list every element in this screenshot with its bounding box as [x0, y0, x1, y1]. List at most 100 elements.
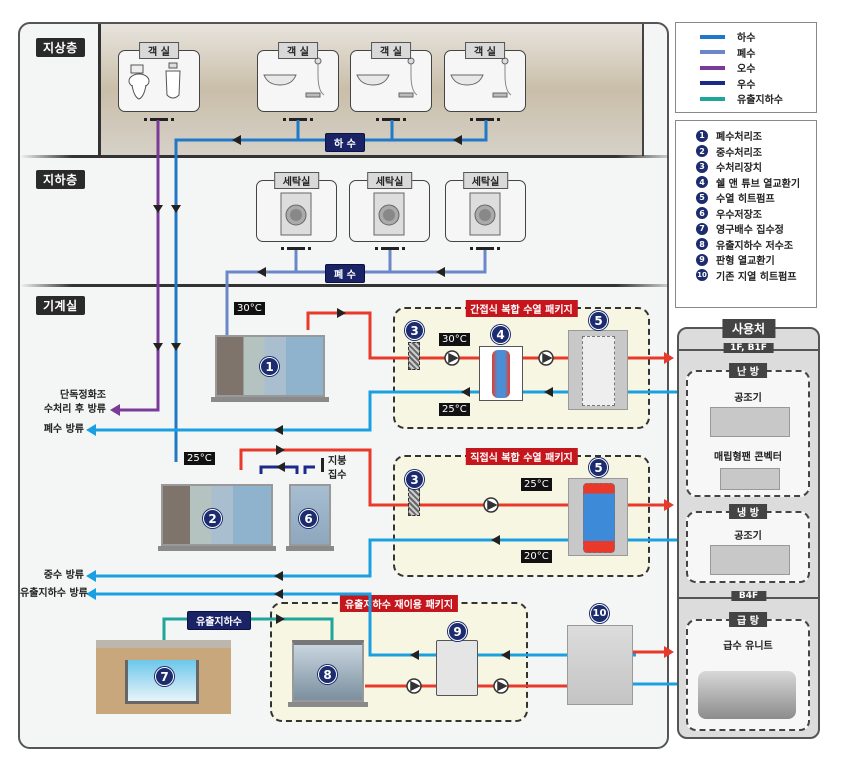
- package-title: 간접식 복합 수열 패키지: [465, 300, 578, 317]
- number-badge-5: 5: [589, 458, 608, 477]
- washing-machine-icon: [373, 192, 405, 236]
- discharge-label-graywater: 폐수 방류: [43, 424, 84, 435]
- blackwater-pipe: [118, 120, 160, 412]
- sink-shower-icon: [263, 57, 325, 98]
- room-tag: 객 실: [278, 42, 318, 59]
- flow-arrow: [410, 650, 419, 660]
- number-badge-10: 10: [590, 604, 609, 623]
- flow-arrow: [461, 387, 470, 397]
- temp-label: 25°C: [521, 478, 552, 491]
- tank-base: [288, 702, 368, 707]
- ahu-label: 공조기: [734, 531, 762, 542]
- discharge-label-septic: 단독정화조 수처리 후 방류: [43, 390, 106, 415]
- discharge-label-groundwater: 유출지하수 방류: [20, 588, 88, 599]
- number-badge-8: 8: [318, 665, 337, 684]
- room-tag: 세탁실: [462, 172, 509, 189]
- pump-icon: [406, 350, 554, 694]
- washing-machine-icon: [469, 192, 501, 236]
- water-heat-pump: [568, 330, 628, 410]
- flow-arrow: [232, 135, 241, 145]
- flow-arrow: [153, 205, 163, 213]
- usage-panel-title: 사용처: [721, 319, 776, 338]
- flow-arrow: [276, 614, 285, 624]
- heating-section: 난 방 공조기 매립형팬 콘벡터: [686, 363, 810, 497]
- flow-arrow: [436, 267, 445, 277]
- ground-floor-wall-right: [642, 24, 644, 156]
- guest-room-2: 객 실: [350, 42, 432, 112]
- temp-label: 25°C: [439, 403, 470, 416]
- discharge-label-reclaimed: 중수 방류: [43, 570, 84, 581]
- roof-drain-icon: [321, 458, 324, 472]
- number-badge-2: 2: [203, 509, 222, 528]
- discharge-arrow: [86, 424, 96, 436]
- guest-room-1: 객 실: [257, 42, 339, 112]
- discharge-arrow: [86, 570, 96, 582]
- flow-arrow: [276, 462, 285, 472]
- pipe-legend: 하수 폐수 오수 우수 유출지하수: [675, 22, 817, 113]
- ground-floor-slab: [20, 155, 668, 158]
- flow-arrow: [274, 589, 283, 599]
- legend-row-rainwater: 우수: [676, 76, 816, 92]
- legend-row-blackwater: 오수: [676, 60, 816, 76]
- supply-arrow: [664, 352, 674, 364]
- tank-base: [158, 546, 276, 551]
- flow-arrow: [453, 135, 462, 145]
- washing-machine-icon: [280, 192, 312, 236]
- legend-swatch: [700, 96, 725, 101]
- plate-heat-exchanger: [436, 640, 478, 696]
- guest-room-toilet: 객 실: [118, 42, 200, 112]
- supply-tank-icon: [698, 671, 796, 719]
- number-badge-4: 4: [491, 325, 510, 344]
- flow-arrow: [274, 571, 283, 581]
- hot-water-tag: 급 탕: [729, 612, 767, 627]
- filter-unit: [408, 488, 420, 516]
- number-badge-3: 3: [405, 321, 424, 340]
- floor-tag-lower: B4F: [730, 591, 767, 601]
- floor-label-basement: 지하층: [36, 170, 85, 189]
- ahu-icon: [710, 407, 790, 437]
- floor-drain: [470, 118, 500, 121]
- fan-convector-label: 매립형팬 콘벡터: [714, 452, 782, 463]
- pipe-tag-groundwater: 유출지하수: [187, 611, 251, 630]
- flow-arrow: [153, 343, 163, 351]
- ahu-icon: [710, 545, 790, 575]
- room-tag: 세탁실: [273, 172, 320, 189]
- usage-panel: 사용처 1F, B1F 난 방 공조기 매립형팬 콘벡터 냉 방 공조기 B4F…: [677, 319, 820, 739]
- discharge-arrow: [110, 404, 120, 416]
- number-badge-3: 3: [405, 470, 424, 489]
- flow-arrow: [276, 445, 285, 455]
- floor-drain: [144, 118, 174, 121]
- supply-arrow: [664, 499, 674, 511]
- flow-arrow: [544, 387, 553, 397]
- legend-swatch: [700, 50, 725, 55]
- room-tag: 객 실: [371, 42, 411, 59]
- legend-row-groundwater: 유출지하수: [676, 91, 816, 107]
- package-title: 직접식 복합 수열 패키지: [465, 448, 578, 465]
- floor-label-ground: 지상층: [36, 38, 85, 57]
- ground-floor-wall: [98, 24, 101, 156]
- cooling-section: 냉 방 공조기: [686, 504, 810, 583]
- flow-arrow: [257, 267, 266, 277]
- groundwater-tank: [292, 640, 364, 702]
- temp-label: 30°C: [439, 333, 470, 346]
- flow-arrow: [274, 425, 283, 435]
- flow-arrow: [337, 308, 346, 318]
- basement-slab: [20, 284, 668, 287]
- number-badge-5: 5: [589, 311, 608, 330]
- pipe-tag-sewage: 하 수: [325, 133, 365, 152]
- guest-room-3: 객 실: [444, 42, 526, 112]
- room-tag: 객 실: [465, 42, 505, 59]
- laundry-room-2: 세탁실: [349, 172, 430, 242]
- number-badge-6: 6: [299, 509, 318, 528]
- number-badge-7: 7: [155, 667, 174, 686]
- filter-unit: [408, 342, 420, 370]
